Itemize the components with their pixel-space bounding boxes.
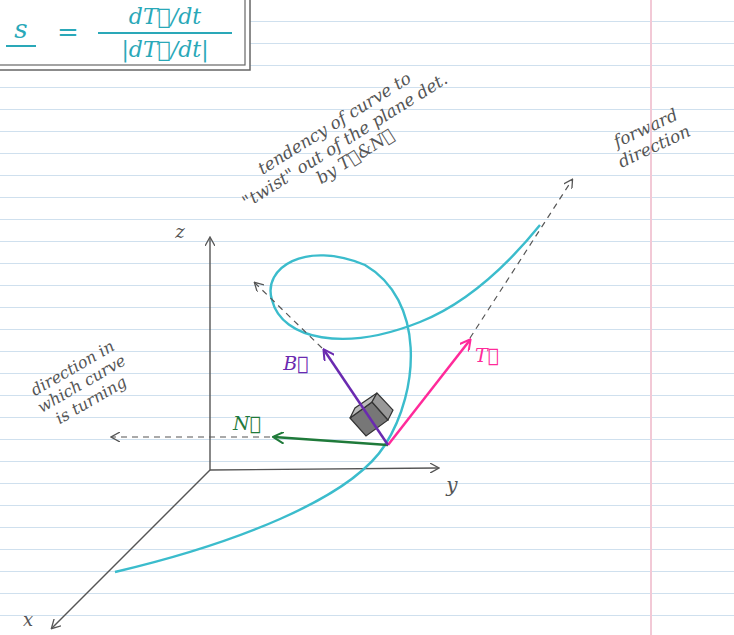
note-text: direction in which curve is turning [20, 333, 145, 437]
underline [6, 45, 36, 47]
normal-vector [274, 437, 388, 445]
y-axis [210, 468, 438, 470]
x-axis [52, 470, 210, 628]
vector-label: T⃗ [473, 345, 501, 367]
margin-line [650, 0, 652, 635]
denominator: |dT⃗/dt| [100, 37, 230, 62]
note-text: tendency of curve to "twist" out of the … [228, 52, 463, 229]
axis-label: x [16, 610, 40, 631]
z-axis [209, 238, 210, 470]
axis-label: z [168, 222, 192, 243]
vector-label: N⃗ [233, 413, 261, 435]
formula-box [0, 0, 250, 70]
equals-sign: = [53, 18, 83, 48]
space-curve [115, 225, 540, 572]
axis-label: y [440, 474, 464, 497]
formula-symbol: s [1, 15, 41, 45]
numerator: dT⃗/dt [100, 4, 230, 29]
forward-leader [470, 180, 572, 338]
binormal-vector [324, 350, 388, 445]
vector-label: B⃗ [282, 353, 310, 375]
fraction-bar [98, 32, 232, 34]
formula-box-inner [0, 0, 245, 65]
turning-leader [112, 436, 270, 437]
tangent-vector [388, 340, 470, 445]
twist-leader [255, 283, 322, 348]
